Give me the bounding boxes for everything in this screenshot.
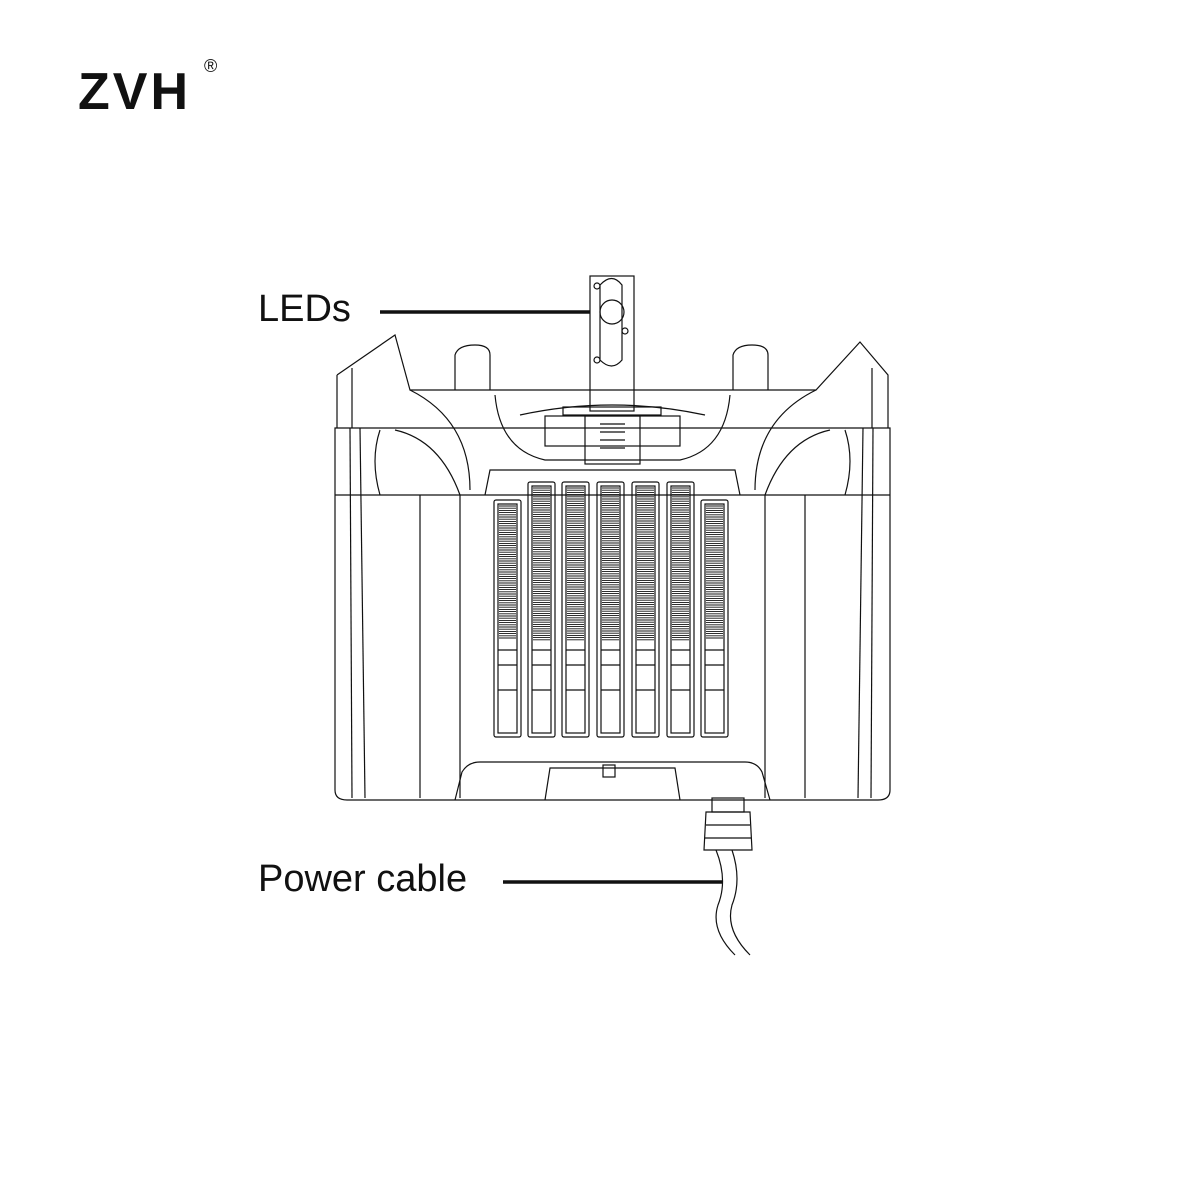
vent-slot <box>493 499 522 738</box>
vent-slot <box>631 481 660 738</box>
led-stalk <box>562 275 662 416</box>
housing-body <box>334 427 891 801</box>
vent-slot <box>596 481 625 738</box>
leds-label: LEDs <box>258 288 351 330</box>
vent-slot <box>561 481 590 738</box>
vent-slot <box>527 481 556 738</box>
housing-top <box>336 334 889 496</box>
power-cable <box>703 797 753 956</box>
brand-logo: ZVH <box>78 63 191 121</box>
vent-slot <box>666 481 695 738</box>
registered-mark: ® <box>204 56 218 76</box>
power-cable-label: Power cable <box>258 858 468 900</box>
vent-grille <box>493 481 729 738</box>
vent-slot <box>700 499 729 738</box>
